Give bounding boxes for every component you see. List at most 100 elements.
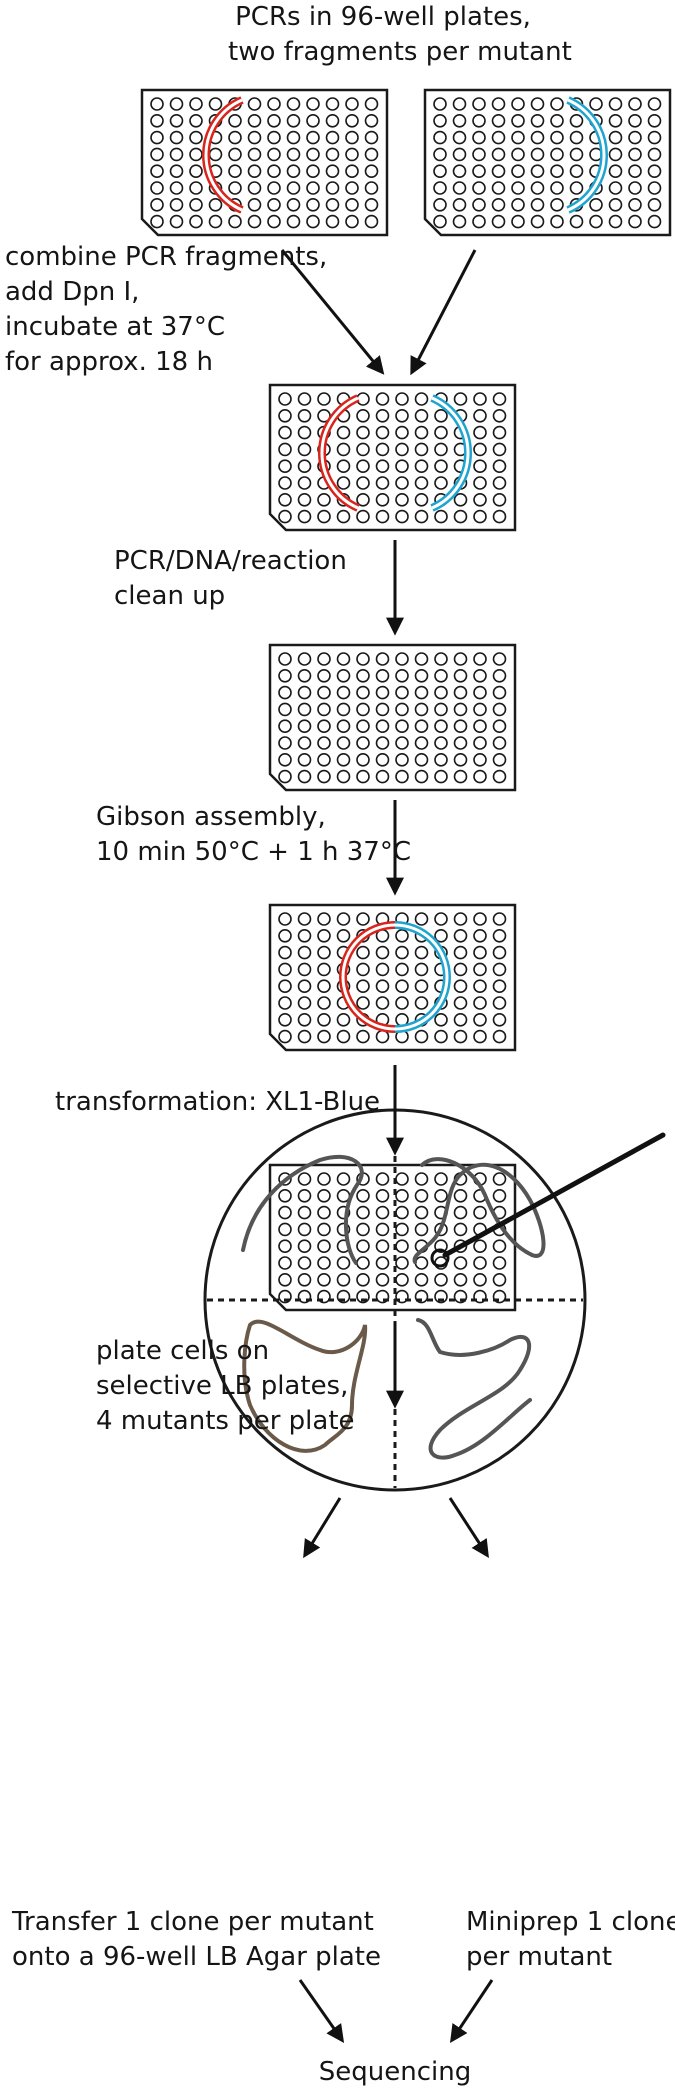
plate-well [453,1189,468,1203]
plate-well [453,1029,468,1044]
combine-step-line-4: for approx. 18 h [5,347,213,377]
combine-step-line-3: incubate at 37°C [5,312,225,342]
transfer-step-line-2: onto a 96-well LB Agar plate [12,1942,382,1972]
plate-well [511,97,525,111]
plate-well [550,164,564,178]
arrow-transfer [303,1497,342,1559]
plate-well [492,408,507,423]
plating-step-line-1: plate cells on [96,1336,270,1366]
plate-well [492,476,507,490]
plate-well [286,214,301,229]
plate-well [434,1172,448,1186]
gibson-plate [268,903,517,1052]
plating-step-line-2: selective LB plates, [96,1371,349,1401]
plate-well [491,198,506,212]
plate-well [375,425,390,440]
plate-well [492,1189,507,1203]
plate-well [336,685,351,700]
plate-well [395,702,409,717]
plate-well [414,1222,429,1237]
plate-well [297,1172,312,1186]
plate-well [414,476,429,490]
plate-well [491,164,506,178]
plate-well [278,652,292,666]
blue-fragment-arc-combined [430,394,473,512]
plate-well [278,962,292,977]
cleanup-plate [268,643,517,792]
plate-well [247,214,262,229]
plate-well [453,1205,468,1220]
plate-well [189,214,203,229]
miniprep-step-line-2: per mutant [466,1942,613,1972]
plate-well [278,752,292,767]
plate-well [647,147,662,162]
plate-well [453,962,468,977]
plate-well [433,114,447,128]
plate-well [278,509,292,524]
plate-well [550,214,564,229]
arrow-sequencing-right [450,1979,494,2043]
plate-well [434,652,448,666]
plate-well [453,736,468,750]
plate-well [278,1029,292,1044]
plate-well [286,114,301,128]
plate-well [317,1205,331,1220]
plate-well [473,492,487,507]
plate-well [297,425,312,440]
plate-well [150,214,164,229]
plate-well [395,509,409,524]
combine-step-line-2: add Dpn I, [5,277,140,307]
plate-well [356,459,370,474]
plate-well [336,509,351,524]
plate-well [492,392,507,406]
plate-well [414,912,429,926]
plate-well [395,1256,409,1270]
plate-well [356,1205,370,1220]
plate-well [473,1205,487,1220]
gibson-step-line-1: Gibson assembly, [96,802,326,832]
plate-well [336,459,351,474]
plate-well [278,685,292,700]
plate-well [375,509,390,524]
plate-well [530,114,545,128]
plate-well [434,408,448,423]
plate-well [569,130,584,145]
plate-well [150,198,164,212]
plate-well [473,1239,487,1253]
plate-well [492,979,507,994]
plate-well [473,459,487,474]
plate-well [278,912,292,926]
plate-well [297,1256,312,1270]
plate-well [336,912,351,926]
plate-well [336,769,351,784]
plate-well [336,425,351,440]
plate-well [336,1256,351,1270]
plate-well [492,769,507,784]
plate-well [628,214,642,229]
plate-well [150,147,164,162]
plate-well [434,1189,448,1203]
plate-well [375,979,390,994]
bacterial-streak-bottom-right [416,1318,532,1460]
plate-well [472,147,486,162]
plate-well [375,996,390,1010]
plate-well [297,408,312,423]
plate-well [356,408,370,423]
plate-well [434,1029,448,1044]
plate-well [336,752,351,767]
plate-well [491,147,506,162]
plate-well [452,181,467,195]
plate-well [228,164,242,178]
plate-well [492,425,507,440]
plate-well [414,442,429,457]
plate-well [306,181,320,195]
plate-well [306,130,320,145]
plate-well [453,392,468,406]
plate-well [492,1256,507,1270]
plate-well [530,147,545,162]
plate-well [473,668,487,683]
plate-well [453,1012,468,1027]
plate-well [297,1273,312,1287]
plate-well [453,945,468,960]
plate-well [492,442,507,457]
